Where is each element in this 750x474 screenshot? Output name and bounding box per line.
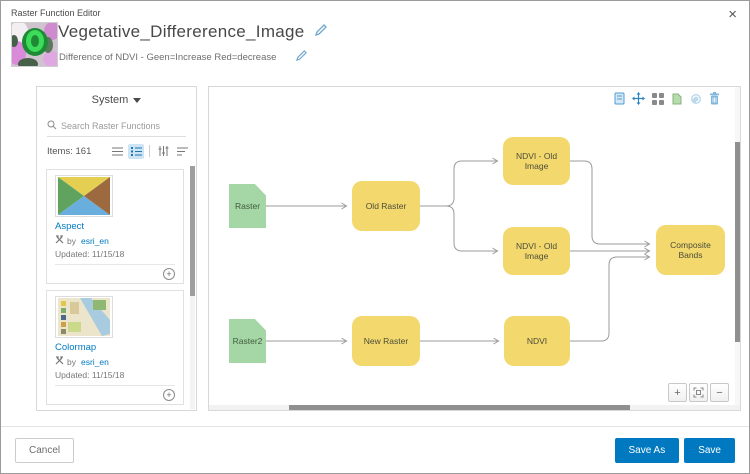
edit-name-icon[interactable]: [314, 23, 327, 41]
auto-layout-icon[interactable]: [650, 91, 665, 106]
function-chain-thumbnail: [11, 22, 58, 67]
node-composite-bands[interactable]: Composite Bands: [656, 225, 725, 275]
category-label: System: [91, 94, 129, 106]
zoom-out-button[interactable]: −: [710, 383, 729, 402]
by-label: by: [67, 235, 76, 246]
node-label: Raster: [234, 201, 261, 211]
function-card-aspect: Aspect by esri_en Updated: 11/15/18 +: [46, 169, 184, 284]
tools-icon: [55, 356, 64, 367]
connector-lines: [266, 157, 651, 345]
dialog-footer: Cancel Save As Save: [1, 426, 749, 473]
list-view-icon[interactable]: [109, 144, 125, 159]
edit-description-icon[interactable]: [296, 48, 308, 66]
list-scrollbar[interactable]: [190, 166, 195, 409]
node-label: NDVI: [526, 336, 548, 346]
sort-icon[interactable]: [174, 144, 190, 159]
updated-label: Updated: 11/15/18: [55, 370, 125, 380]
updated-label: Updated: 11/15/18: [55, 249, 125, 259]
function-description: Difference of NDVI - Geen=Increase Red=d…: [59, 51, 277, 63]
category-dropdown[interactable]: System: [37, 94, 196, 106]
duplicate-icon[interactable]: [669, 91, 684, 106]
node-ndvi-old-image-top[interactable]: NDVI - Old Image: [503, 137, 570, 185]
node-raster[interactable]: Raster: [229, 184, 266, 228]
zoom-in-button[interactable]: +: [668, 383, 687, 402]
function-card-colormap: Colormap by esri_en Updated: 11/15/18 +: [46, 290, 184, 405]
node-label: New Raster: [363, 336, 409, 346]
save-as-button[interactable]: Save As: [614, 437, 680, 463]
node-label: Old Raster: [365, 201, 407, 211]
filter-icon[interactable]: [155, 144, 171, 159]
node-new-raster[interactable]: New Raster: [352, 316, 420, 366]
node-label: Composite Bands: [670, 240, 711, 260]
diagram-canvas[interactable]: Raster Old Raster NDVI - Old Image NDVI …: [208, 86, 741, 411]
node-ndvi-old-image-bottom[interactable]: NDVI - Old Image: [503, 227, 570, 275]
author-link[interactable]: esri_en: [80, 356, 109, 367]
delete-icon[interactable]: [707, 91, 722, 106]
function-list: Aspect by esri_en Updated: 11/15/18 +: [37, 165, 196, 410]
node-label: NDVI - Old Image: [515, 241, 558, 261]
node-label: NDVI - Old Image: [515, 151, 558, 171]
node-old-raster[interactable]: Old Raster: [352, 181, 420, 231]
move-icon[interactable]: [631, 91, 646, 106]
node-raster2[interactable]: Raster2: [229, 319, 266, 363]
search-input[interactable]: [61, 121, 186, 131]
function-link[interactable]: Colormap: [55, 342, 97, 353]
card-view-icon[interactable]: [128, 143, 144, 159]
window-title: Raster Function Editor: [11, 8, 101, 18]
colormap-thumbnail: [55, 296, 113, 338]
by-label: by: [67, 356, 76, 367]
function-name: Vegetative_Differerence_Image: [58, 22, 305, 41]
canvas-vertical-scrollbar[interactable]: [735, 87, 740, 405]
close-button[interactable]: ×: [728, 6, 737, 23]
add-function-button[interactable]: +: [163, 389, 175, 401]
search-icon: [47, 117, 57, 135]
undo-icon[interactable]: [688, 91, 703, 106]
cancel-button[interactable]: Cancel: [15, 437, 75, 463]
add-function-button[interactable]: +: [163, 268, 175, 280]
save-button[interactable]: Save: [684, 437, 735, 463]
function-link[interactable]: Aspect: [55, 221, 85, 232]
tools-icon: [55, 235, 64, 246]
node-ndvi[interactable]: NDVI: [504, 316, 570, 366]
zoom-fit-button[interactable]: [689, 383, 708, 402]
toolbar-divider: [149, 145, 150, 157]
report-icon[interactable]: [612, 91, 627, 106]
canvas-horizontal-scrollbar[interactable]: [209, 405, 740, 410]
aspect-thumbnail: [55, 175, 113, 217]
author-link[interactable]: esri_en: [80, 235, 109, 246]
items-count: Items: 161: [47, 145, 92, 157]
caret-down-icon: [133, 97, 142, 103]
function-browser-panel: System Items: 161: [36, 86, 197, 411]
node-label: Raster2: [232, 336, 263, 346]
